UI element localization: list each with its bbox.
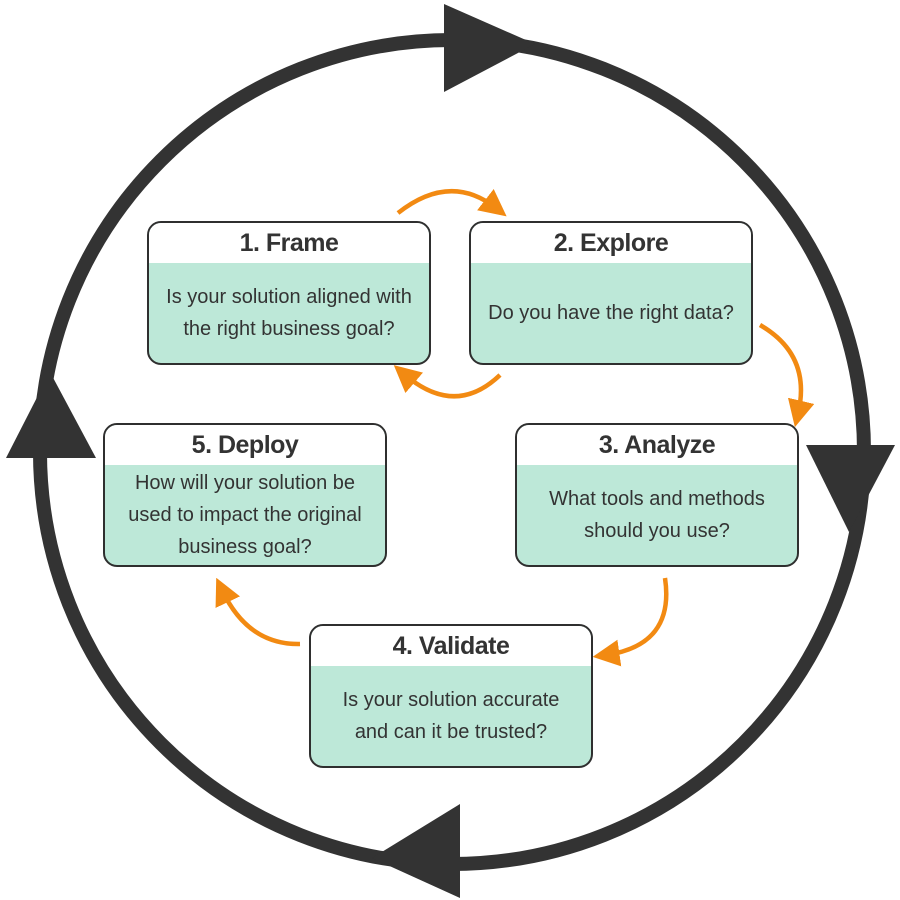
step-title: 5. Deploy [105, 425, 385, 465]
connector-validate-to-deploy [215, 577, 301, 647]
connector-explore-to-frame [393, 365, 502, 399]
connector-analyze-to-validate [592, 577, 669, 667]
ring-arrowhead-bottom [372, 804, 460, 898]
ring-arrowhead-top [444, 4, 535, 92]
step-title: 3. Analyze [517, 425, 797, 465]
step-card-deploy: 5. Deploy How will your solution be used… [103, 423, 387, 567]
connector-frame-to-explore [396, 188, 507, 217]
connector-explore-to-analyze [758, 323, 815, 428]
step-card-frame: 1. Frame Is your solution aligned with t… [147, 221, 431, 365]
step-card-analyze: 3. Analyze What tools and methods should… [515, 423, 799, 567]
ring-arrowhead-right [806, 445, 895, 532]
step-question: How will your solution be used to impact… [128, 472, 362, 558]
step-card-validate: 4. Validate Is your solution accurate an… [309, 624, 593, 768]
step-question: Is your solution accurate and can it be … [342, 689, 560, 743]
step-question: Is your solution aligned with the right … [166, 286, 412, 340]
step-title: 4. Validate [311, 626, 591, 666]
ring-arrowhead-left [6, 372, 96, 458]
step-question: Do you have the right data? [488, 302, 734, 324]
step-question: What tools and methods should you use? [549, 488, 765, 542]
step-title: 1. Frame [149, 223, 429, 263]
step-card-explore: 2. Explore Do you have the right data? [469, 221, 753, 365]
step-title: 2. Explore [471, 223, 751, 263]
